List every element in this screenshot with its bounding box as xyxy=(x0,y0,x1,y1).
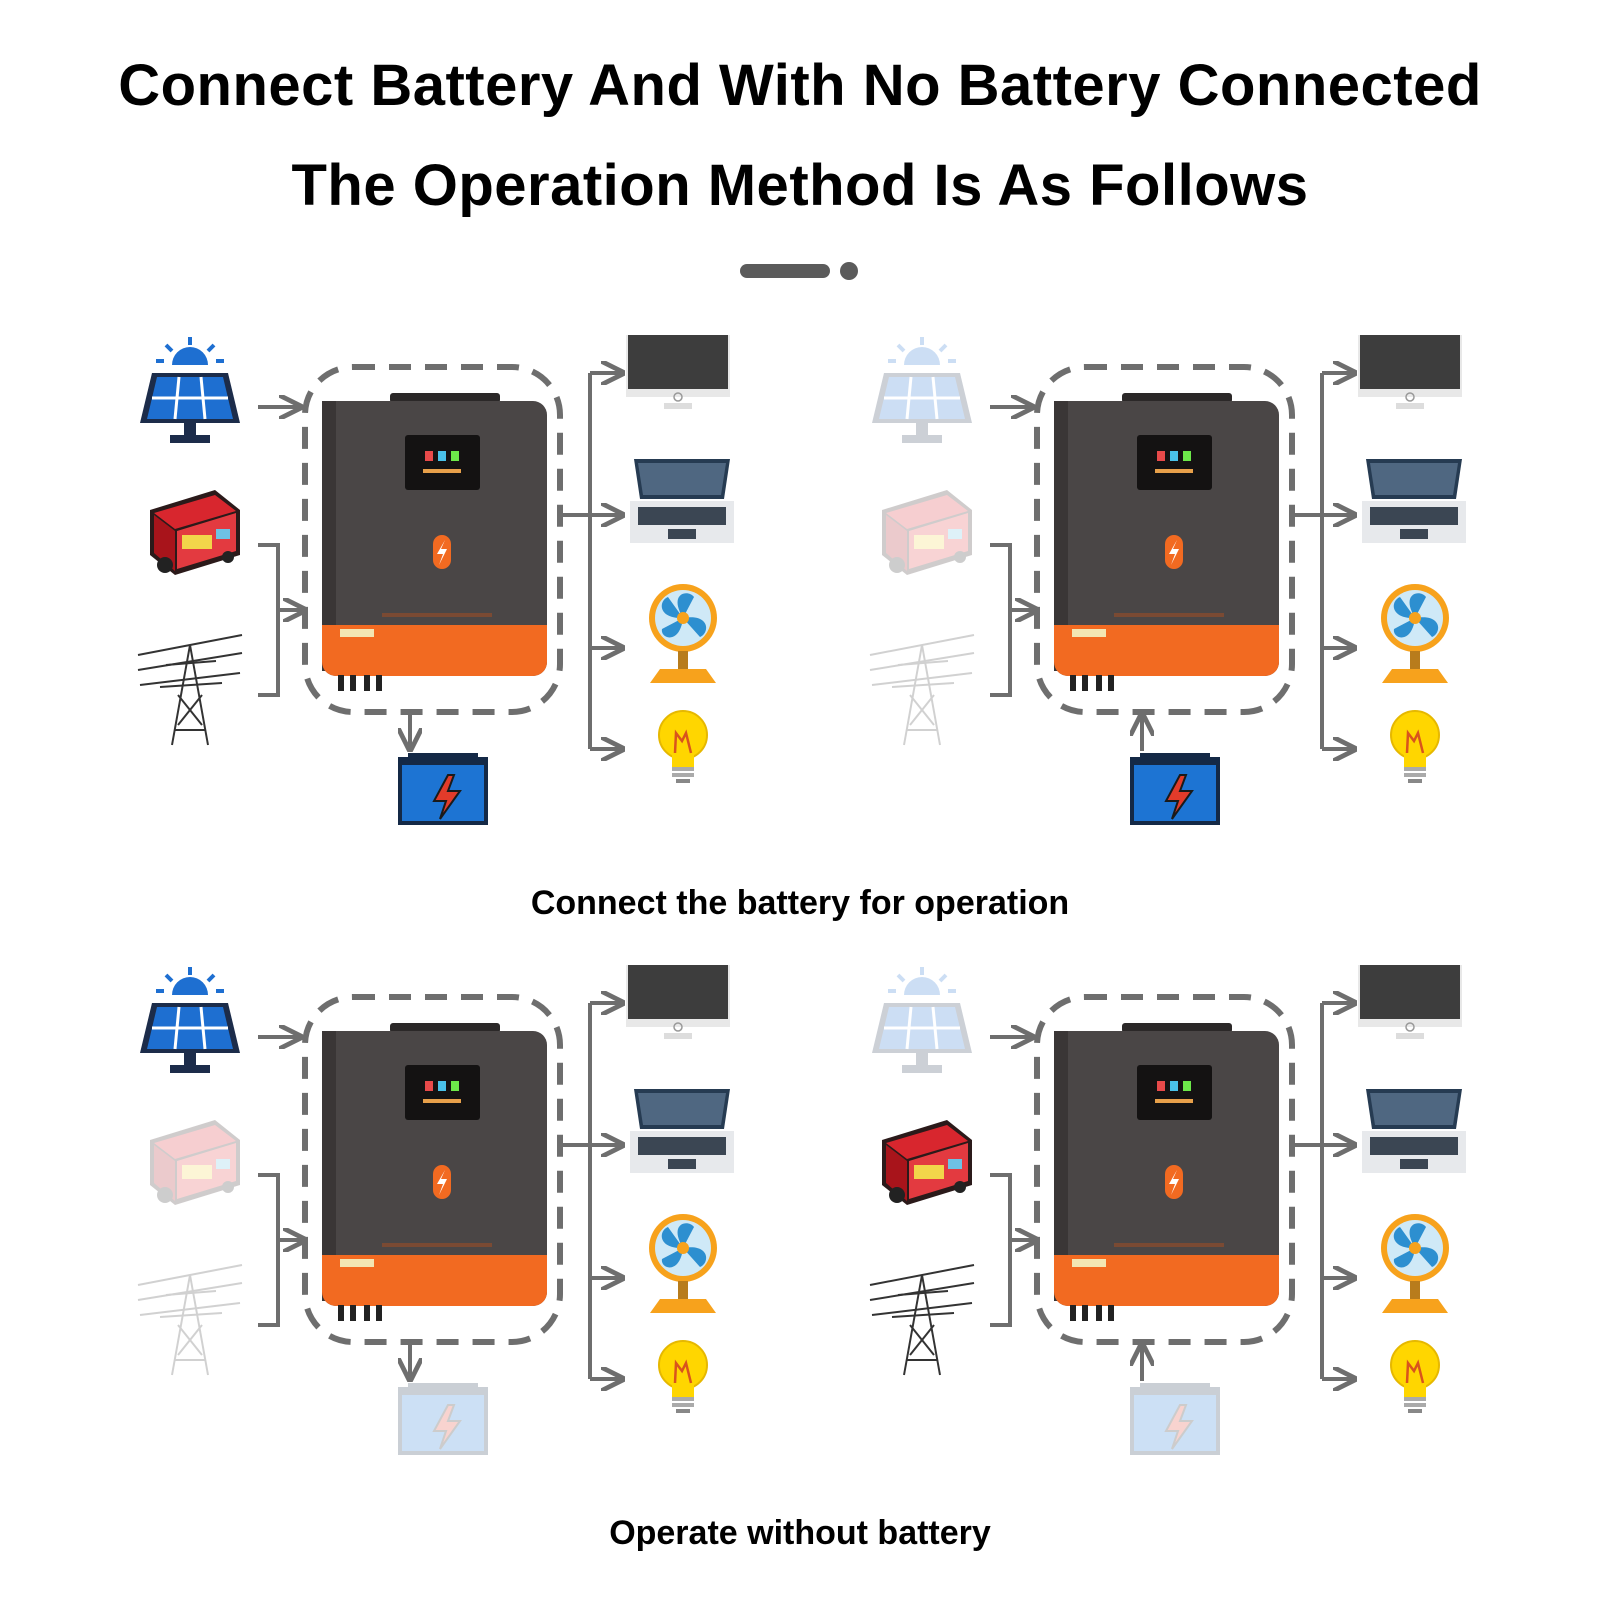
inverter-device xyxy=(1054,393,1279,691)
fan-icon xyxy=(649,584,717,683)
diagram-panel-3 xyxy=(120,965,860,1485)
fan-icon xyxy=(1381,1214,1449,1313)
page-title-line-1: Connect Battery And With No Battery Conn… xyxy=(118,53,1482,118)
power-grid-icon xyxy=(869,634,975,746)
light-bulb-icon xyxy=(1390,1340,1440,1413)
generator-icon xyxy=(150,490,240,575)
power-grid-icon xyxy=(869,1264,975,1376)
inverter-device xyxy=(1054,1023,1279,1321)
pager-dot[interactable] xyxy=(840,262,858,280)
battery-icon xyxy=(1130,1383,1220,1455)
diagram-panel-1 xyxy=(120,335,860,855)
generator-icon xyxy=(882,490,972,575)
inverter-frame xyxy=(302,994,563,1345)
pager-active-indicator[interactable] xyxy=(740,264,830,278)
caption-without-battery: Operate without battery xyxy=(609,1514,991,1552)
monitor-icon xyxy=(626,965,730,1039)
page-title-line-2: The Operation Method Is As Follows xyxy=(291,153,1309,218)
monitor-icon xyxy=(1358,335,1462,409)
solar-panel-icon xyxy=(872,967,972,1073)
inverter-frame xyxy=(1034,364,1295,715)
inverter-device xyxy=(322,393,547,691)
fan-icon xyxy=(649,1214,717,1313)
carousel-pager[interactable] xyxy=(740,262,860,282)
laptop-icon xyxy=(1362,459,1466,543)
power-grid-icon xyxy=(137,634,243,746)
generator-icon xyxy=(882,1120,972,1205)
light-bulb-icon xyxy=(1390,710,1440,783)
battery-icon xyxy=(1130,753,1220,825)
inverter-device xyxy=(322,1023,547,1321)
laptop-icon xyxy=(630,1089,734,1173)
inverter-frame xyxy=(1034,994,1295,1345)
generator-icon xyxy=(150,1120,240,1205)
battery-icon xyxy=(398,1383,488,1455)
solar-panel-icon xyxy=(140,967,240,1073)
fan-icon xyxy=(1381,584,1449,683)
solar-panel-icon xyxy=(872,337,972,443)
light-bulb-icon xyxy=(658,710,708,783)
inverter-frame xyxy=(302,364,563,715)
battery-icon xyxy=(398,753,488,825)
laptop-icon xyxy=(1362,1089,1466,1173)
solar-panel-icon xyxy=(140,337,240,443)
power-grid-icon xyxy=(137,1264,243,1376)
diagram-panel-4 xyxy=(852,965,1592,1485)
diagram-panel-2 xyxy=(852,335,1592,855)
monitor-icon xyxy=(1358,965,1462,1039)
caption-with-battery: Connect the battery for operation xyxy=(530,884,1070,922)
monitor-icon xyxy=(626,335,730,409)
light-bulb-icon xyxy=(658,1340,708,1413)
laptop-icon xyxy=(630,459,734,543)
